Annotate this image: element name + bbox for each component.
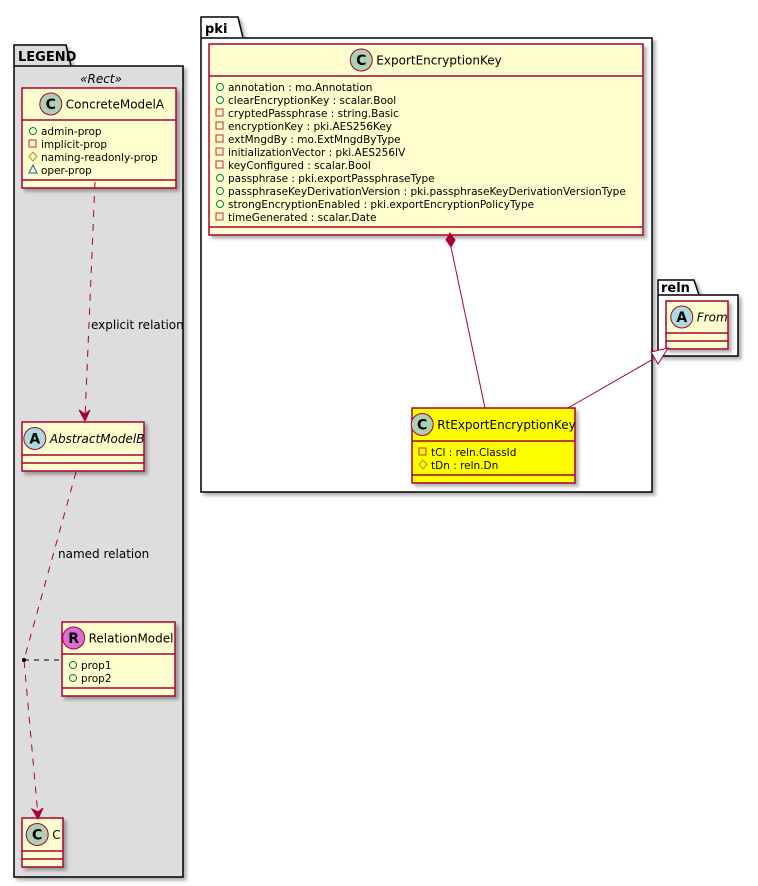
class-export-encryption-key[interactable]: C ExportEncryptionKey annotation : mo.Anno… (208, 43, 644, 236)
svg-text:C: C (32, 828, 42, 844)
arrow-head-icon (30, 807, 44, 821)
relation-generalization (567, 347, 670, 409)
class-attribute: strongEncryptionEnabled : pki.exportEncr… (228, 199, 534, 211)
class-name: From (697, 311, 728, 325)
class-name: RelationModel (89, 632, 174, 646)
class-attribute: passphrase : pki.exportPassphraseType (228, 173, 435, 185)
private-visibility-icon (215, 160, 224, 169)
class-attribute: cryptedPassphrase : string.Basic (228, 108, 399, 120)
class-abstract-model-b[interactable]: A AbstractModelB (21, 421, 145, 472)
public-visibility-icon (216, 200, 224, 208)
class-attribute: tCl : reln.ClassId (431, 447, 516, 459)
class-from[interactable]: A From (665, 300, 729, 350)
class-attribute: keyConfigured : scalar.Bool (228, 160, 371, 172)
class-name: ExportEncryptionKey (376, 54, 501, 68)
class-attribute: prop1 (81, 660, 112, 672)
class-name: ConcreteModelA (66, 98, 165, 112)
class-badge-icon: C (410, 413, 434, 436)
class-attribute: encryptionKey : pki.AES256Key (228, 121, 392, 133)
relation-label: named relation (58, 547, 149, 561)
class-attribute: extMngdBy : mo.ExtMngdByType (228, 134, 401, 146)
stereotype-label: «Rect» (80, 72, 122, 86)
package-name: pki (205, 22, 227, 37)
public-visibility-icon (216, 187, 224, 195)
relation-explicit: explicit relation (78, 181, 184, 423)
protected-visibility-icon (418, 459, 428, 470)
private-visibility-icon (215, 212, 224, 221)
class-rt-export-encryption-key[interactable]: C RtExportEncryptionKey tCl : reln.ClassId… (410, 407, 576, 484)
class-attribute: annotation : mo.Annotation (228, 82, 372, 94)
abstract-badge-icon: A (670, 305, 694, 329)
class-badge-icon: C (349, 48, 373, 72)
package-name: reln (661, 281, 690, 296)
class-name: RtExportEncryptionKey (437, 418, 576, 432)
public-visibility-icon (69, 674, 77, 682)
private-visibility-icon (215, 108, 224, 117)
class-attribute: tDn : reln.Dn (431, 460, 498, 472)
public-visibility-icon (216, 174, 224, 182)
class-badge-icon: C (25, 823, 49, 846)
class-name: C (52, 828, 60, 842)
generalization-arrow-icon (650, 347, 670, 365)
package-name: LEGEND (18, 50, 77, 65)
abstract-badge-icon: A (23, 427, 47, 450)
class-concrete-model-a[interactable]: C ConcreteModelA admin-propimplicit-propna… (21, 87, 177, 189)
class-attribute: initializationVector : pki.AES256IV (228, 147, 406, 159)
private-visibility-icon (418, 447, 427, 456)
svg-text:C: C (356, 53, 366, 69)
svg-text:R: R (68, 631, 79, 647)
arrow-head-icon (78, 409, 91, 423)
public-visibility-icon (216, 83, 224, 91)
private-visibility-icon (215, 121, 224, 130)
svg-text:C: C (417, 418, 427, 434)
package-visibility-icon (28, 163, 38, 174)
class-name: AbstractModelB (49, 432, 145, 446)
class-attribute: naming-readonly-prop (41, 152, 158, 164)
class-attribute: clearEncryptionKey : scalar.Bool (228, 95, 396, 107)
class-attribute: implicit-prop (41, 139, 107, 151)
class-attribute: admin-prop (41, 126, 102, 138)
class-badge-icon: C (39, 92, 63, 116)
private-visibility-icon (28, 139, 37, 148)
class-attribute: prop2 (81, 673, 112, 685)
public-visibility-icon (29, 127, 37, 135)
public-visibility-icon (69, 661, 77, 669)
class-attribute: timeGenerated : scalar.Date (228, 212, 376, 224)
protected-visibility-icon (28, 151, 38, 162)
svg-text:A: A (29, 432, 40, 448)
relation-composition (445, 232, 486, 409)
relation-named: named relation (22, 471, 149, 821)
svg-text:C: C (46, 97, 56, 113)
public-visibility-icon (216, 96, 224, 104)
svg-text:A: A (676, 310, 687, 326)
class-attribute: passphraseKeyDerivationVersion : pki.pas… (228, 186, 626, 198)
class-attribute: oper-prop (41, 165, 92, 177)
relation-label: explicit relation (91, 318, 184, 332)
relation-badge-icon: R (62, 626, 86, 650)
private-visibility-icon (215, 147, 224, 156)
composition-diamond-icon (445, 232, 456, 248)
private-visibility-icon (215, 134, 224, 143)
